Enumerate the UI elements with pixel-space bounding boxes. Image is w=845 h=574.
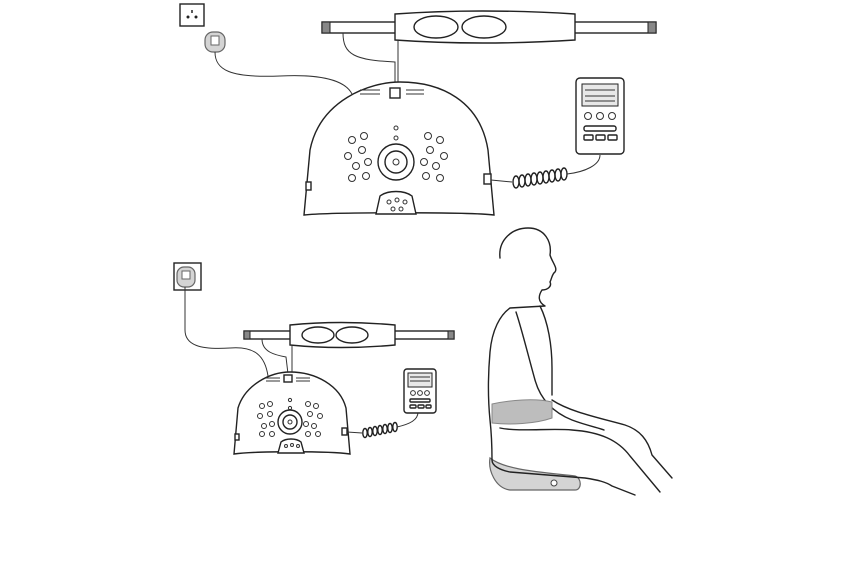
right-hole-cluster (420, 132, 448, 182)
belt-cable (261, 338, 289, 375)
person-lap (499, 427, 661, 493)
power-cord (184, 287, 269, 377)
seated-person-illustration (487, 227, 673, 496)
base-unit-icon (233, 371, 351, 455)
remote-controller-icon (403, 368, 437, 414)
remote-controller-icon (575, 77, 625, 155)
coiled-cable-icon (346, 411, 419, 439)
belt-pad-icon (321, 10, 657, 44)
right-hole-cluster (303, 401, 323, 437)
wall-outlet-icon (179, 3, 205, 27)
top-setup-group (179, 3, 657, 216)
belt-pad-on-back (491, 399, 553, 425)
left-hole-cluster (257, 401, 275, 437)
base-unit-icon (303, 81, 495, 216)
person-outline (487, 227, 636, 496)
wall-outlet-icon (173, 262, 202, 291)
power-cord (214, 51, 353, 95)
coiled-cable-icon (490, 154, 601, 189)
belt-cable (342, 32, 396, 88)
power-plug-icon (204, 31, 226, 53)
person-back-inner (539, 305, 553, 396)
left-hole-cluster (344, 132, 372, 182)
belt-pad-icon (243, 321, 455, 349)
person-leg (551, 399, 673, 479)
bottom-setup-group (173, 262, 455, 455)
